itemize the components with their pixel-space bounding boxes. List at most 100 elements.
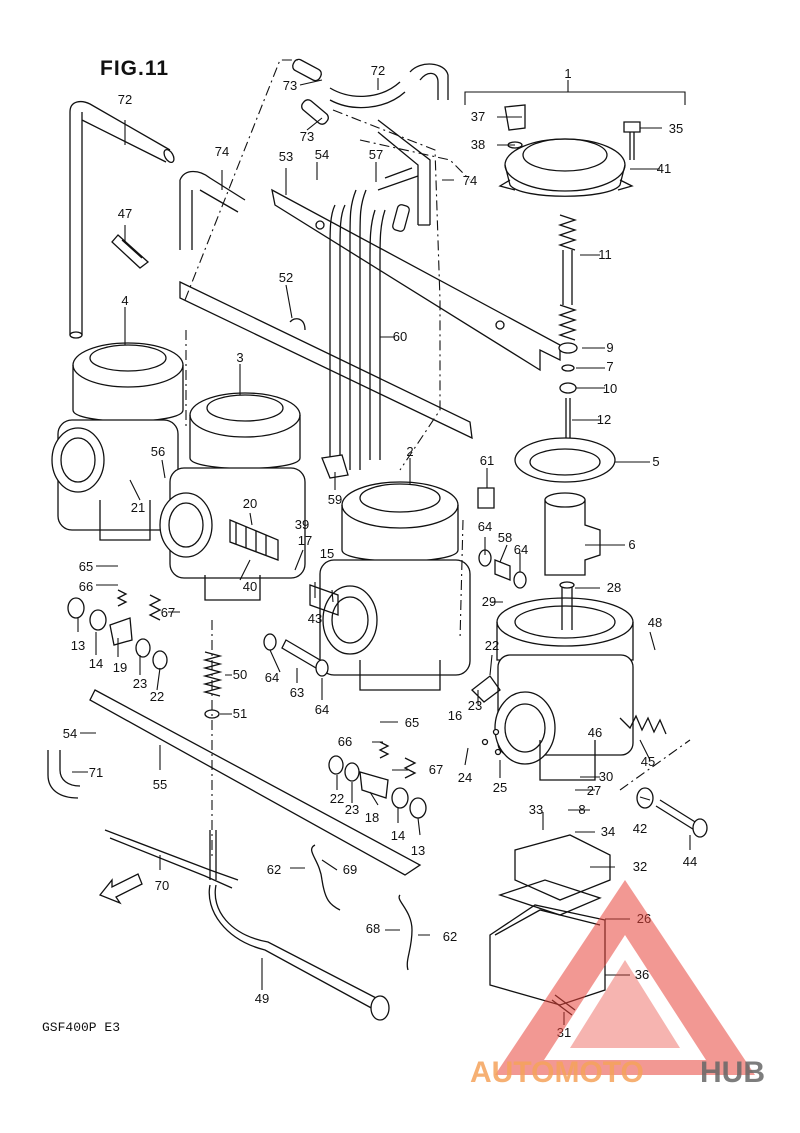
figure-title: FIG.11 (100, 57, 169, 80)
callout-47: 47 (118, 206, 132, 221)
callout-16: 16 (448, 708, 462, 723)
callout-labels: 1234567891011121313141415161718192021222… (63, 63, 697, 1040)
callout-6: 6 (628, 537, 635, 552)
cap-13-left (67, 597, 85, 619)
callout-14: 14 (391, 828, 405, 843)
cap-64-a (263, 633, 277, 651)
callout-60: 60 (393, 329, 407, 344)
tube-60-b (349, 189, 367, 470)
bracket-53 (271, 188, 561, 372)
top-cap-41 (498, 138, 634, 197)
callout-48: 48 (648, 615, 662, 630)
plate-47 (111, 234, 150, 269)
callout-59: 59 (328, 492, 342, 507)
forward-arrow-icon (98, 873, 143, 905)
cap-64-d (513, 571, 527, 589)
callout-22: 22 (485, 638, 499, 653)
cable-49 (208, 884, 381, 1011)
callout-23: 23 (345, 802, 359, 817)
callout-54: 54 (63, 726, 77, 741)
watermark-text-left: AUTOMOTO (470, 1056, 644, 1089)
hose-72-top (329, 81, 406, 109)
tube-73-b (301, 99, 329, 125)
callout-73: 73 (283, 78, 297, 93)
washer-14-left (89, 609, 107, 631)
callout-15: 15 (320, 546, 334, 561)
hose-74-right (377, 119, 431, 226)
callout-22: 22 (150, 689, 164, 704)
hose-72-left (69, 100, 171, 335)
callout-2: 2 (406, 444, 413, 459)
carburetor-2 (309, 481, 471, 691)
model-code: GSF400P E3 (42, 1020, 120, 1035)
tube-73-a (292, 58, 322, 82)
spacer-10 (559, 382, 577, 394)
callout-49: 49 (255, 991, 269, 1006)
washer-23-left (135, 638, 151, 658)
tube-60-a (329, 204, 346, 470)
callout-70: 70 (155, 878, 169, 893)
lever-18 (359, 771, 389, 799)
callout-25: 25 (493, 780, 507, 795)
clip-68 (398, 894, 413, 971)
spring-45 (619, 714, 667, 735)
spring-66-right (378, 741, 390, 759)
tee-fitting-63 (281, 639, 321, 669)
callout-17: 17 (298, 533, 312, 548)
callout-71: 71 (89, 765, 103, 780)
float-32 (514, 834, 611, 901)
washer-22-left (152, 650, 168, 670)
watermark-triangle-icon (495, 880, 755, 1075)
callout-50: 50 (233, 667, 247, 682)
callout-27: 27 (587, 783, 601, 798)
spring-67-right (403, 757, 417, 779)
callout-72: 72 (118, 92, 132, 107)
cap-13-right (409, 797, 427, 819)
callout-41: 41 (657, 161, 671, 176)
callout-9: 9 (606, 340, 613, 355)
callout-65: 65 (79, 559, 93, 574)
callout-63: 63 (290, 685, 304, 700)
callout-35: 35 (669, 121, 683, 136)
callout-20: 20 (243, 496, 257, 511)
washer-14-right (391, 787, 409, 809)
callout-13: 13 (411, 843, 425, 858)
callout-7: 7 (606, 359, 613, 374)
callout-52: 52 (279, 270, 293, 285)
callout-58: 58 (498, 530, 512, 545)
cable-rod-49 (209, 830, 217, 880)
washer-23-right (344, 762, 360, 782)
spring-11 (557, 214, 578, 341)
callout-64: 64 (315, 702, 329, 717)
callout-33: 33 (529, 802, 543, 817)
hose-74-left (179, 170, 246, 250)
clip-69 (310, 844, 341, 911)
spring-67-left (148, 594, 162, 621)
tube-60-c (369, 209, 386, 460)
washer-22-right (328, 755, 344, 775)
spring-66-left (116, 589, 128, 607)
callout-23: 23 (133, 676, 147, 691)
parts-artwork (47, 58, 708, 1021)
carburetor-3 (159, 392, 306, 601)
callout-66: 66 (79, 579, 93, 594)
callout-34: 34 (601, 824, 615, 839)
callout-72: 72 (371, 63, 385, 78)
callout-39: 39 (295, 517, 309, 532)
carburetor-body-right (471, 597, 634, 781)
callout-10: 10 (603, 381, 617, 396)
callout-44: 44 (683, 854, 697, 869)
callout-62: 62 (443, 929, 457, 944)
callout-54: 54 (315, 147, 329, 162)
retainer-9 (558, 342, 578, 354)
callout-46: 46 (588, 725, 602, 740)
bracket-52 (179, 280, 473, 440)
callout-28: 28 (607, 580, 621, 595)
callout-36: 36 (635, 967, 649, 982)
callout-4: 4 (121, 293, 128, 308)
screw-44 (655, 799, 701, 832)
callout-3: 3 (236, 350, 243, 365)
callout-62: 62 (267, 862, 281, 877)
callout-64: 64 (478, 519, 492, 534)
